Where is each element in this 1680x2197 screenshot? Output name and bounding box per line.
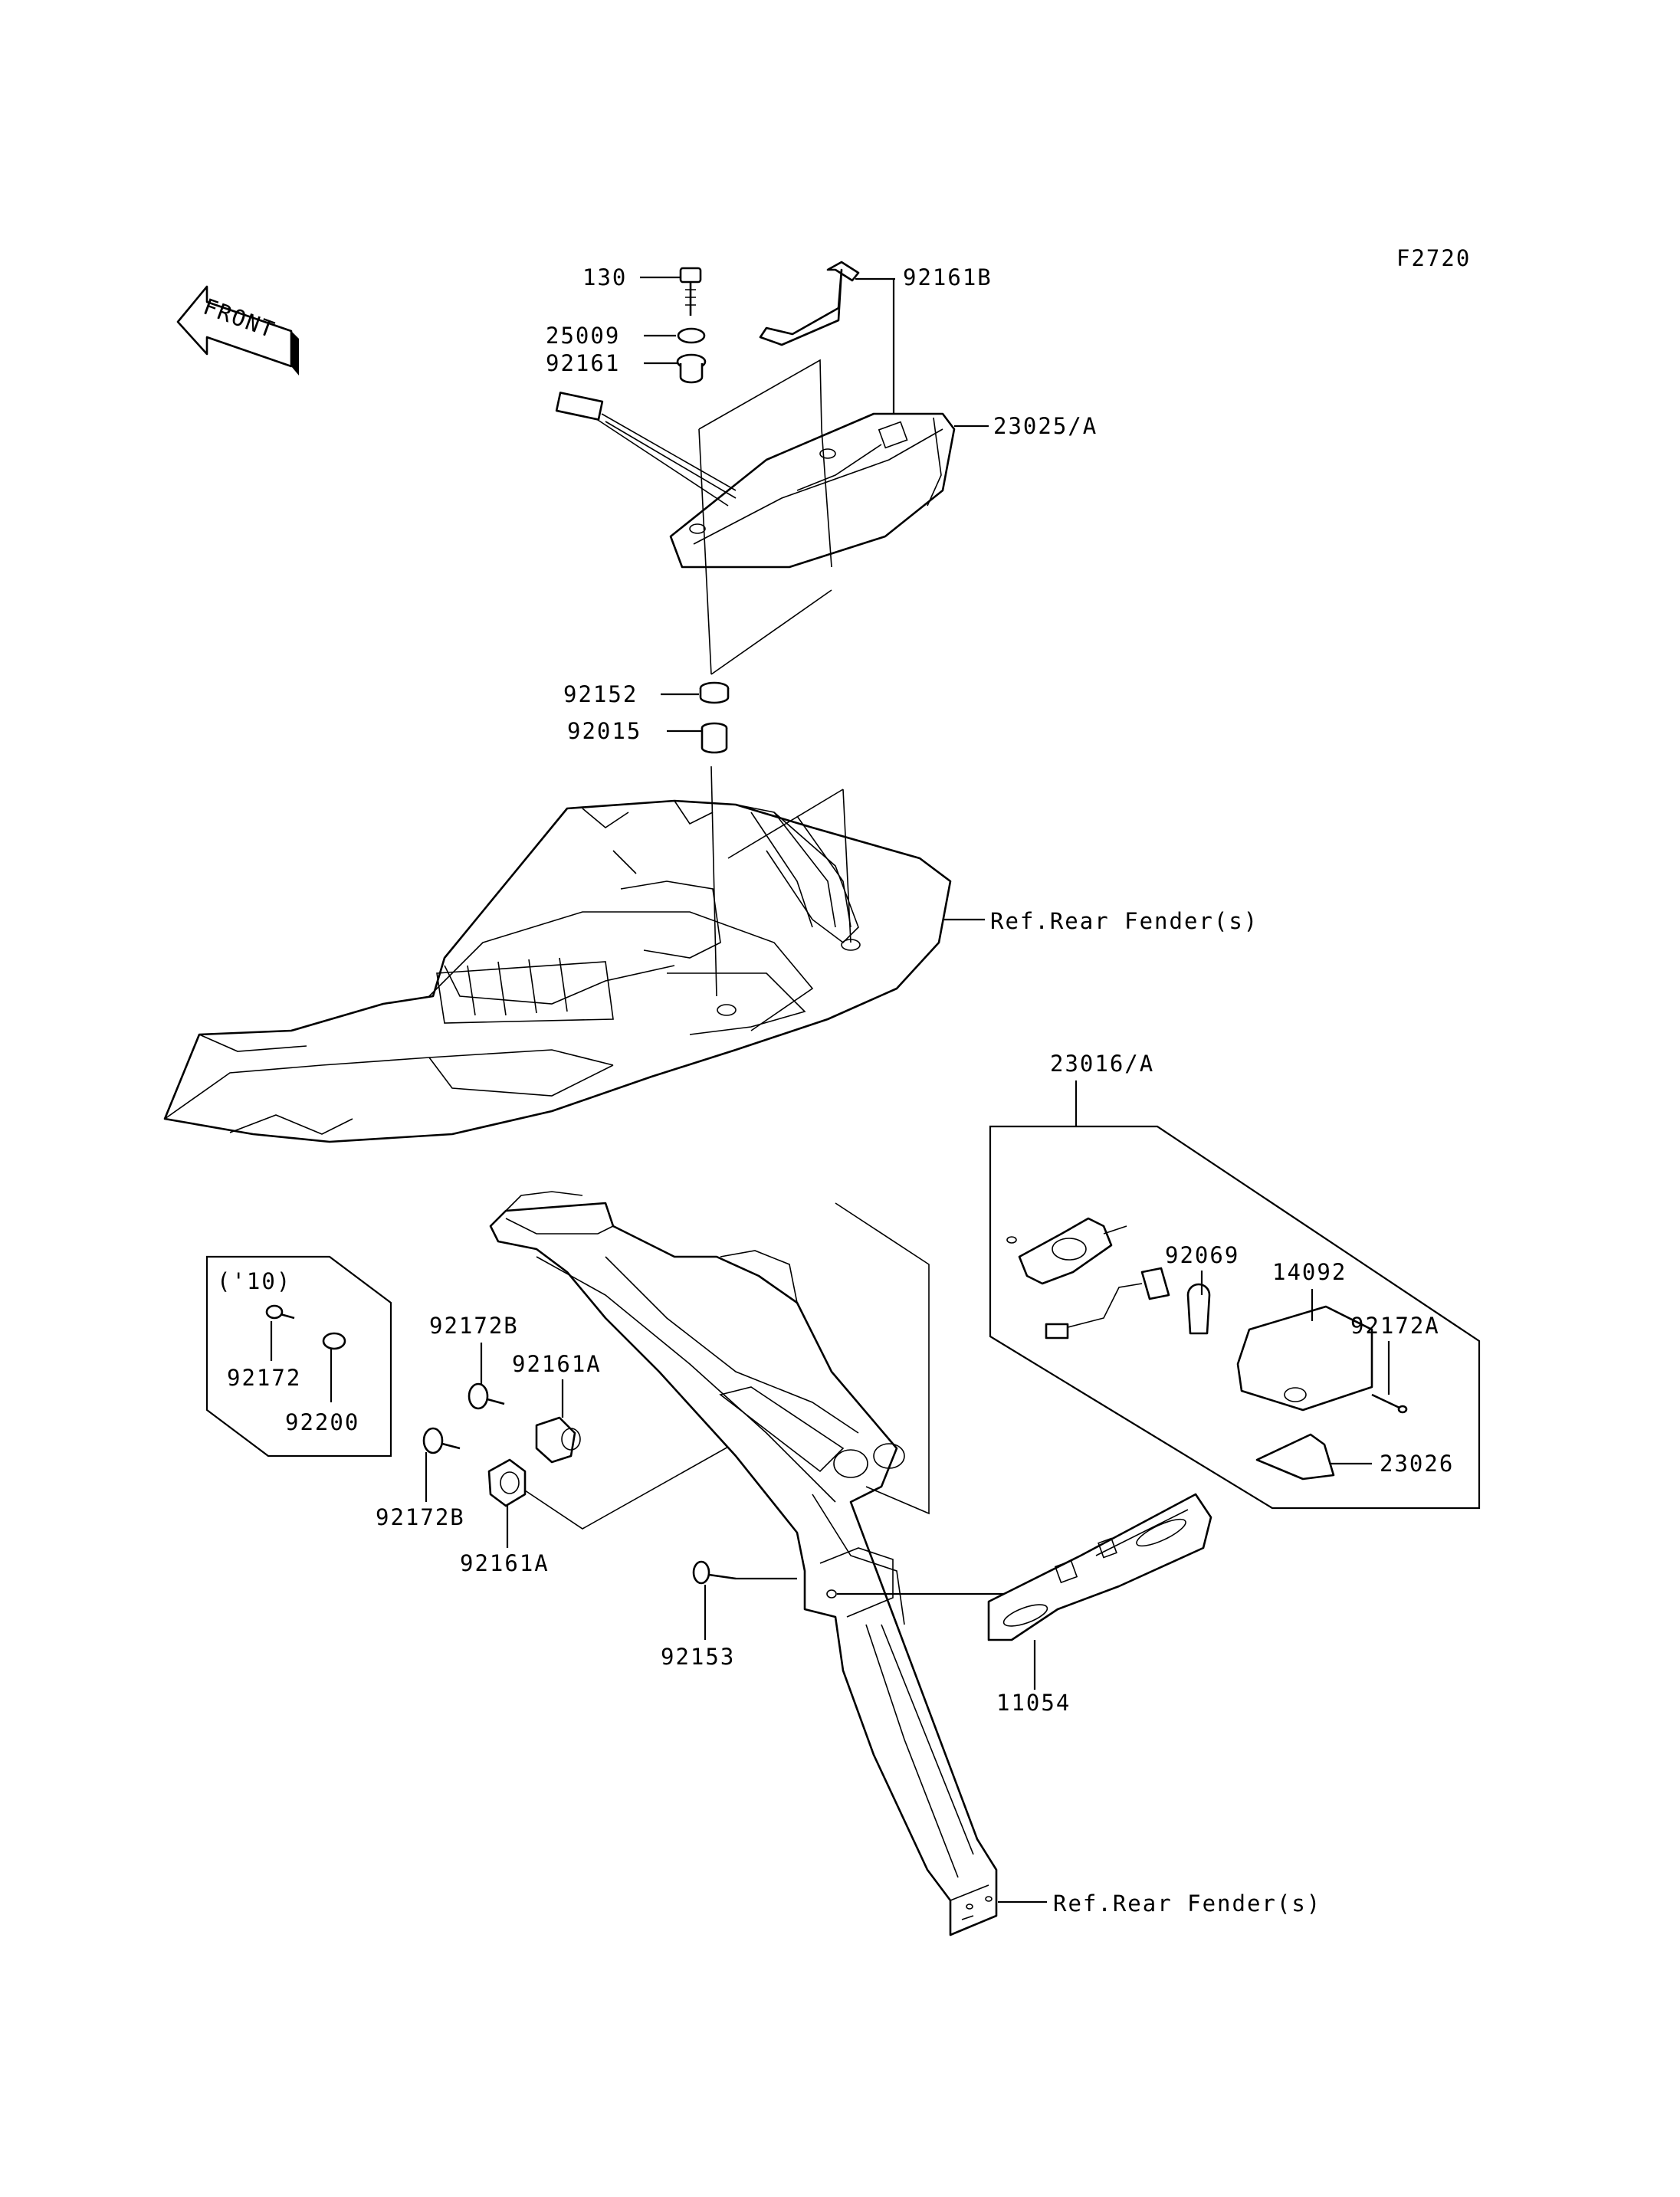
- washer-25009: [677, 327, 706, 344]
- label-92161B: 92161B: [903, 264, 993, 290]
- label-25009: 25009: [546, 323, 620, 349]
- label-14092: 14092: [1272, 1259, 1347, 1285]
- screw-92172B-bottom: [422, 1427, 461, 1454]
- bulb-92069: [1186, 1283, 1211, 1335]
- label-23026: 23026: [1380, 1451, 1454, 1477]
- label-92161A-top: 92161A: [512, 1351, 602, 1377]
- washer-92200: [322, 1332, 346, 1350]
- label-23025A: 23025/A: [993, 413, 1098, 439]
- bracket-11054: [987, 1493, 1212, 1641]
- label-92161: 92161: [546, 350, 620, 376]
- lens-14092: [1236, 1305, 1373, 1412]
- inset-box: [205, 1255, 392, 1458]
- socket-and-lead: [1045, 1267, 1170, 1340]
- label-ref-rear-fender-2: Ref.Rear Fender(s): [1053, 1890, 1321, 1917]
- bolt-130: [679, 267, 702, 316]
- label-92161A-bottom: 92161A: [460, 1550, 550, 1576]
- label-ref-rear-fender-1: Ref.Rear Fender(s): [990, 908, 1258, 934]
- diagram-code: F2720: [1396, 245, 1471, 271]
- label-92172: 92172: [227, 1365, 301, 1391]
- screw-92153: [692, 1560, 737, 1585]
- label-92152: 92152: [563, 681, 638, 707]
- label-130: 130: [582, 264, 627, 290]
- grommet-92161A-bottom: [487, 1458, 527, 1507]
- label-23016A: 23016/A: [1050, 1051, 1154, 1077]
- label-92200: 92200: [285, 1409, 359, 1435]
- label-92172B-top: 92172B: [429, 1313, 519, 1339]
- label-92069: 92069: [1165, 1242, 1239, 1268]
- label-inset-note: ('10): [217, 1268, 291, 1294]
- screw-92172: [265, 1304, 295, 1320]
- collar-92015: [701, 722, 728, 754]
- label-92153: 92153: [661, 1644, 735, 1670]
- collar-92152: [699, 681, 730, 704]
- license-plate-bracket: [489, 1191, 998, 1936]
- label-92015: 92015: [567, 718, 641, 744]
- screw-92172B-top: [468, 1382, 505, 1410]
- reflector-23026: [1255, 1433, 1335, 1481]
- grommet-92161: [676, 353, 707, 384]
- license-light-housing: [1006, 1217, 1127, 1285]
- label-92172A: 92172A: [1350, 1313, 1440, 1339]
- label-11054: 11054: [996, 1690, 1071, 1716]
- wire-harness: [555, 392, 737, 507]
- rear-fender-upper: [163, 766, 952, 1143]
- grommet-92161A-top: [535, 1416, 581, 1464]
- tail-light-23025A: [669, 412, 956, 569]
- screw-92172A: [1371, 1393, 1408, 1414]
- bracket-92161B: [759, 261, 860, 346]
- front-direction-arrow-icon: FRONT: [176, 285, 299, 375]
- label-92172B-bottom: 92172B: [376, 1504, 465, 1530]
